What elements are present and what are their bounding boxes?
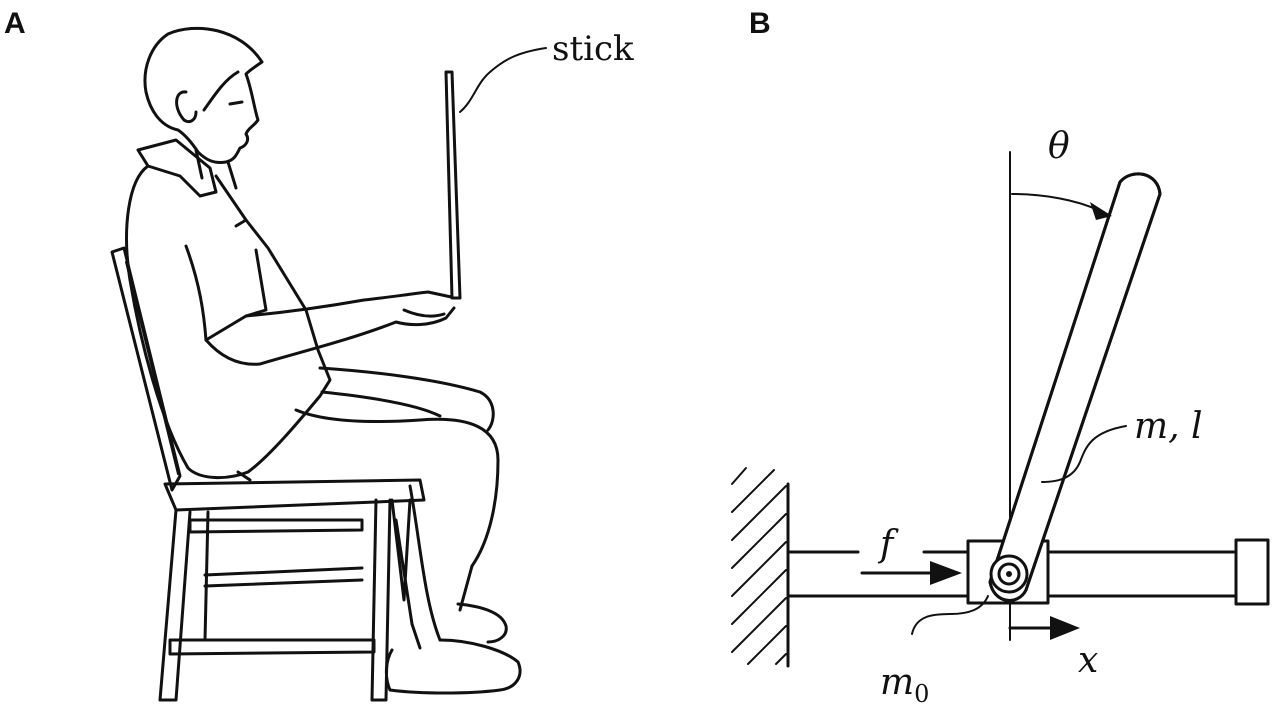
stick-label: stick	[552, 29, 634, 69]
rod-leader-line	[1041, 425, 1127, 483]
force-arrow	[860, 561, 962, 585]
pivot-icon	[989, 554, 1029, 594]
cart-leader-line	[911, 595, 989, 635]
panel-a-letter: A	[4, 7, 26, 40]
theta-label: θ	[1048, 126, 1070, 167]
rail-end-stop	[1234, 538, 1270, 606]
cart-mass-label: m0	[880, 662, 929, 708]
theta-arrowhead-icon	[1090, 202, 1112, 220]
rail	[786, 538, 1270, 606]
stick-leader-line	[459, 47, 547, 113]
cart-mass-subscript: 0	[914, 680, 929, 708]
panel-b-letter: B	[749, 7, 771, 40]
rod-label: m, l	[1134, 406, 1203, 447]
position-arrow	[1008, 616, 1080, 640]
force-label: f	[877, 524, 899, 565]
seated-person-drawing	[125, 26, 522, 695]
panel-b: B	[731, 7, 1270, 708]
force-arrowhead-icon	[930, 561, 962, 585]
chair-drawing	[110, 246, 426, 702]
wall	[731, 467, 790, 668]
cart-mass-symbol: m	[880, 662, 914, 703]
position-label: x	[1078, 640, 1098, 681]
pendulum-rod	[988, 172, 1162, 602]
position-arrowhead-icon	[1050, 616, 1080, 640]
theta-angle-arc	[1011, 193, 1112, 220]
panel-a: A	[4, 7, 634, 702]
stick-drawing	[444, 70, 462, 300]
